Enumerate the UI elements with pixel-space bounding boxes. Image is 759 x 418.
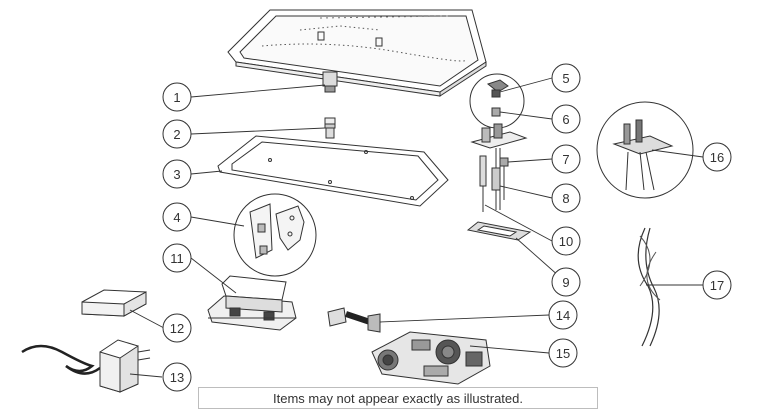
pilot-hood-detail	[469, 73, 525, 129]
burner-tray	[227, 9, 487, 97]
pilot-assembly-detail	[596, 101, 694, 199]
callout-label: 17	[710, 278, 724, 293]
callout-11: 11	[162, 243, 192, 273]
gasket-part	[217, 135, 449, 207]
callout-14: 14	[548, 300, 578, 330]
callout-label: 2	[173, 127, 180, 142]
callout-2: 2	[162, 119, 192, 149]
callout-15: 15	[548, 338, 578, 368]
pilot-bracket	[470, 123, 528, 212]
callout-7: 7	[551, 144, 581, 174]
callout-label: 1	[173, 90, 180, 105]
callout-label: 8	[562, 191, 569, 206]
callout-3: 3	[162, 159, 192, 189]
callout-label: 9	[562, 275, 569, 290]
pilot-gasket-part	[466, 221, 532, 241]
callout-5: 5	[551, 63, 581, 93]
callout-label: 7	[562, 152, 569, 167]
callout-label: 14	[556, 308, 570, 323]
wire-harness-part	[637, 227, 661, 347]
battery-pack-part	[81, 289, 147, 317]
callout-label: 4	[173, 210, 180, 225]
callout-label: 15	[556, 346, 570, 361]
callout-label: 13	[170, 370, 184, 385]
callout-10: 10	[551, 226, 581, 256]
callout-label: 3	[173, 167, 180, 182]
callout-4: 4	[162, 202, 192, 232]
callout-17: 17	[702, 270, 732, 300]
bracket-detail	[233, 193, 317, 277]
callout-label: 10	[559, 234, 573, 249]
callout-12: 12	[162, 313, 192, 343]
gas-valve-part	[371, 331, 491, 385]
callout-label: 6	[562, 112, 569, 127]
ac-adapter-part	[21, 339, 151, 393]
control-module-part	[207, 275, 297, 331]
callout-label: 16	[710, 150, 724, 165]
callout-1: 1	[162, 82, 192, 112]
callout-6: 6	[551, 104, 581, 134]
callout-label: 11	[170, 251, 184, 266]
leader-lines	[129, 77, 704, 378]
callout-13: 13	[162, 362, 192, 392]
callout-8: 8	[551, 183, 581, 213]
callouts: 1 2 3 4 5 6 7 8 10 9 11 12 13 14 15 16 1…	[162, 63, 732, 392]
callout-label: 5	[562, 71, 569, 86]
flex-connector-part	[327, 307, 381, 333]
callout-9: 9	[551, 267, 581, 297]
disclaimer-caption: Items may not appear exactly as illustra…	[198, 387, 598, 409]
callout-16: 16	[702, 142, 732, 172]
callout-label: 12	[170, 321, 184, 336]
fitting-part	[324, 117, 336, 139]
